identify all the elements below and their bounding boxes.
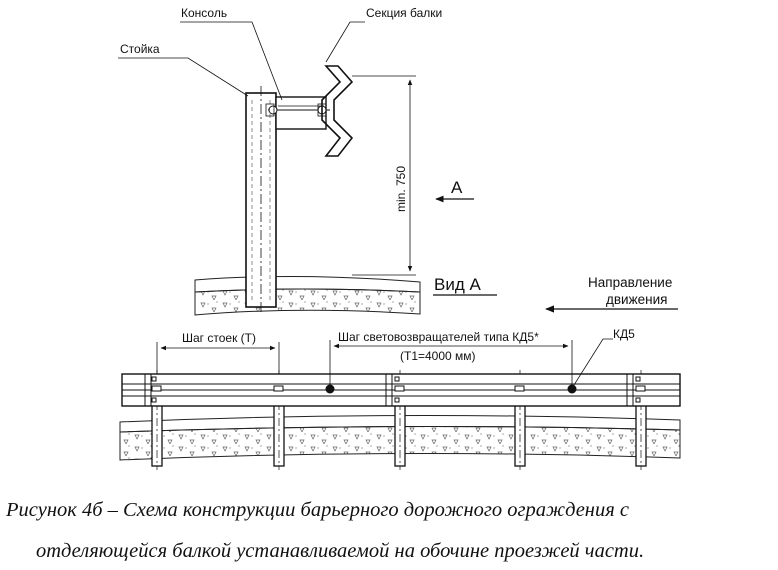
- post-spacing-dimension: [156, 342, 280, 374]
- height-dimension: [352, 75, 416, 276]
- view-a-title: Вид А: [434, 275, 481, 294]
- beam-section-label: Секция балки: [366, 6, 442, 20]
- reflector-marker: [325, 384, 335, 394]
- reflector-marker: [567, 384, 577, 394]
- console-label: Консоль: [181, 6, 227, 20]
- bolts: [151, 376, 646, 403]
- reflector-spacing-dimension: [329, 340, 573, 385]
- ground-section-fill: [194, 288, 421, 316]
- reflector-leader: [573, 338, 613, 386]
- direction-label-1: Направление: [588, 275, 672, 290]
- leader-lines: [118, 21, 365, 101]
- figure-caption-line2: отделяющейся балкой устанавливаемой на о…: [36, 540, 644, 562]
- cross-section: Консоль Секция балки Стойка min. 750 А В…: [118, 6, 678, 316]
- console-bracket: [265, 96, 330, 130]
- reflector-spacing-label: Шаг световозвращателей типа КД5*: [338, 330, 539, 344]
- post-label: Стойка: [120, 42, 160, 56]
- direction-label-2: движения: [606, 292, 667, 307]
- reflector-spacing-value: (Т1=4000 мм): [400, 349, 476, 363]
- figure-caption-line1: Рисунок 4б – Схема конструкции барьерног…: [5, 499, 629, 521]
- view-marker: А: [451, 178, 463, 197]
- reflector-label: КД5: [613, 327, 635, 341]
- beam-section-profile: [321, 65, 354, 157]
- post-spacing-label: Шаг стоек (Т): [182, 331, 256, 345]
- min-height-label: min. 750: [394, 166, 408, 212]
- elevation-view: Шаг стоек (Т) Шаг световозвращателей тип…: [119, 327, 681, 470]
